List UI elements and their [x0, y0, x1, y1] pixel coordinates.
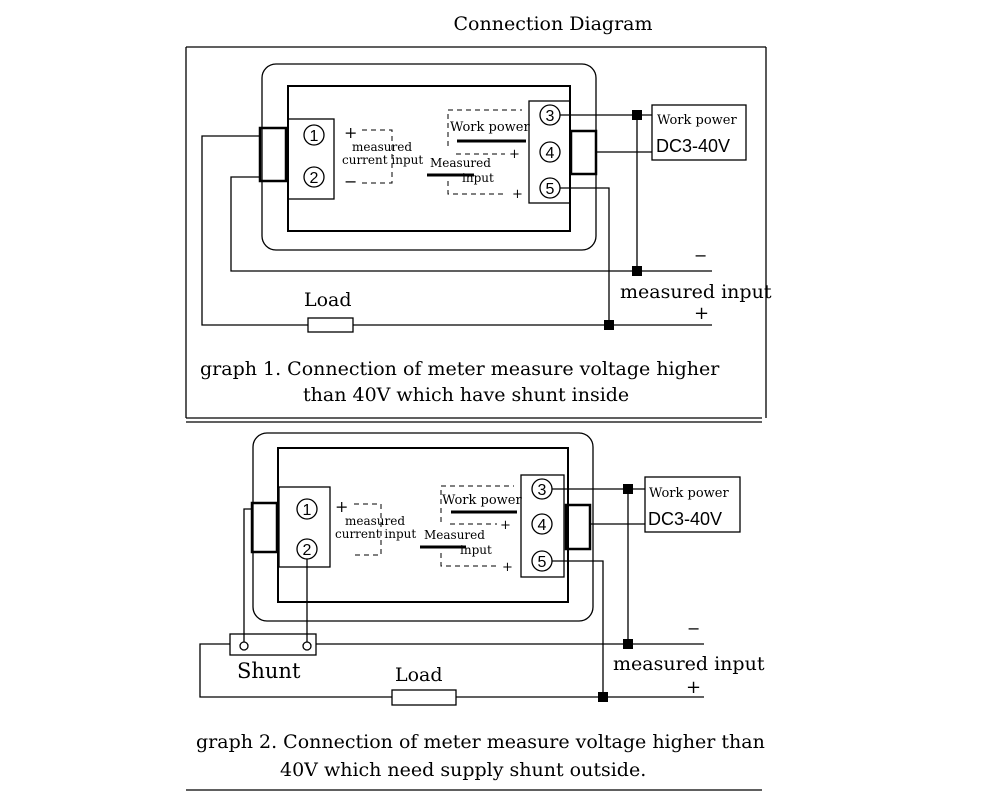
terminal-3: 3	[531, 478, 553, 500]
junction-dot-negative	[623, 639, 633, 649]
shunt-right-lug	[302, 641, 312, 651]
work-power-bracket	[440, 485, 514, 522]
wire-terminal5-to-positive	[552, 560, 604, 697]
power-box-line2: DC3-40V	[648, 509, 722, 529]
terminal-4: 4	[539, 141, 561, 163]
graph-2-left-terminal-block	[278, 486, 331, 568]
input-minus: −	[694, 246, 707, 265]
svg-text:3: 3	[546, 108, 555, 125]
graph-1-left-terminal-block	[287, 118, 335, 200]
terminal-1: 1	[296, 498, 318, 520]
measured-plus: +	[502, 560, 513, 575]
graph-2-right-terminal-block	[520, 474, 565, 578]
current-label-line2: current input	[342, 153, 423, 167]
svg-text:4: 4	[538, 517, 547, 534]
svg-text:1: 1	[310, 128, 319, 145]
svg-text:1: 1	[303, 502, 312, 519]
graph-1-meter-inner	[287, 85, 571, 232]
measured-label-line1: Measured	[430, 156, 491, 170]
diagram-title: Connection Diagram	[454, 13, 653, 35]
graph-1-caption-line2: than 40V which have shunt inside	[303, 384, 629, 406]
wire-terminal1-to-shunt	[243, 508, 252, 642]
work-power-label: Work power	[442, 493, 522, 508]
graph-2-caption-line2: 40V which need supply shunt outside.	[280, 759, 646, 781]
junction-dot-top	[623, 484, 633, 494]
work-power-plus: +	[500, 518, 511, 533]
junction-dot-positive	[598, 692, 608, 702]
svg-text:4: 4	[546, 145, 555, 162]
wire-terminal5-to-positive	[560, 187, 610, 325]
load-resistor	[307, 317, 354, 333]
measured-bracket	[440, 553, 498, 567]
graph-2-left-connector	[250, 501, 279, 554]
measured-label-line2: input	[462, 171, 494, 185]
power-box-line1: Work power	[657, 113, 737, 128]
graph-2-caption-line1: graph 2. Connection of meter measure vol…	[196, 731, 765, 753]
terminal-1: 1	[303, 124, 325, 146]
current-bracket	[362, 129, 393, 184]
input-minus: −	[687, 619, 700, 638]
measured-bracket	[447, 181, 506, 195]
input-plus: +	[694, 303, 709, 324]
terminal-2: 2	[296, 538, 318, 560]
measured-label-line2: input	[460, 543, 492, 557]
terminal-2: 2	[303, 166, 325, 188]
graph-1: 1 2 + − measured current input 3 4 5 Wor…	[185, 46, 772, 419]
current-plus-sign: +	[335, 497, 348, 516]
measured-plus: +	[512, 187, 523, 202]
graph-2-right-connector	[564, 503, 592, 551]
graph-1-right-connector	[569, 129, 598, 176]
current-label-line1: measured	[352, 140, 412, 154]
svg-text:3: 3	[538, 482, 547, 499]
graph-1-left-connector	[258, 126, 288, 183]
input-label: measured input	[613, 653, 765, 675]
power-box-line1: Work power	[649, 486, 729, 501]
input-label: measured input	[620, 281, 772, 303]
shunt-left-lug	[239, 641, 249, 651]
work-power-label: Work power	[450, 120, 530, 135]
svg-text:2: 2	[310, 170, 319, 187]
work-power-plus: +	[509, 147, 520, 162]
graph-2: 1 2 + measured current input 3 4 5 Work …	[186, 421, 765, 791]
work-power-bracket	[447, 109, 522, 146]
junction-dot-positive	[604, 320, 614, 330]
wire-shunt-to-load	[199, 643, 392, 698]
junction-dot-top	[632, 110, 642, 120]
graph-2-meter-inner	[277, 447, 569, 603]
load-label: Load	[304, 289, 352, 311]
current-label-line2: current input	[335, 527, 416, 541]
terminal-5: 5	[539, 177, 561, 199]
svg-text:5: 5	[538, 554, 547, 571]
shunt-label: Shunt	[237, 659, 301, 683]
power-supply-box	[644, 476, 741, 533]
terminal-3: 3	[539, 104, 561, 126]
wire-terminal1-to-load	[201, 135, 308, 326]
wire-terminal2-to-negative	[230, 176, 712, 272]
current-bracket	[354, 503, 382, 556]
power-box-line2: DC3-40V	[656, 136, 730, 156]
svg-text:2: 2	[303, 542, 312, 559]
junction-dot-negative	[632, 266, 642, 276]
current-plus-sign: +	[344, 123, 357, 142]
current-minus-sign: −	[344, 172, 357, 191]
svg-text:5: 5	[546, 181, 555, 198]
current-label-line1: measured	[345, 514, 405, 528]
input-plus: +	[686, 677, 701, 698]
measured-label-line1: Measured	[424, 528, 485, 542]
load-label: Load	[395, 664, 443, 686]
load-resistor	[391, 689, 457, 706]
power-supply-box	[651, 104, 747, 161]
terminal-4: 4	[531, 513, 553, 535]
graph-1-caption-line1: graph 1. Connection of meter measure vol…	[200, 358, 720, 380]
terminal-5: 5	[531, 550, 553, 572]
